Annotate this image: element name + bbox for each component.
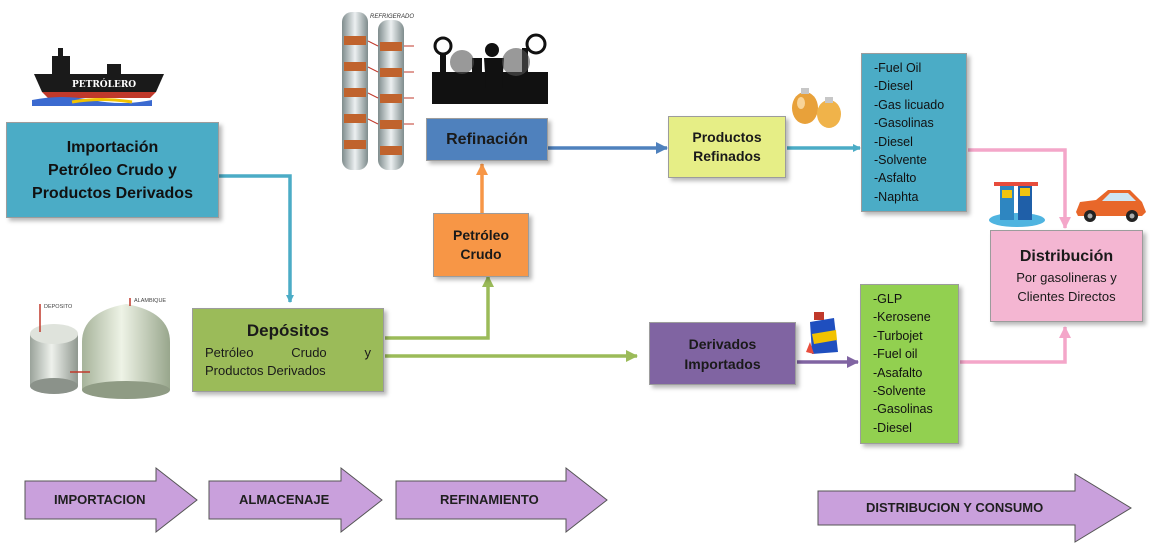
list-item: -Gasolinas [874, 116, 934, 131]
box-distribucion-line1: Por gasolineras y [1016, 269, 1117, 285]
box-crudo-line1: Petróleo [452, 227, 509, 243]
list-item: -Asfalto [874, 171, 917, 186]
stage-arrow-distribucion [817, 473, 1132, 543]
storage-tanks-icon: DEPOSITO ALAMBIQUE [30, 298, 170, 399]
box-refinacion: Refinación [426, 118, 548, 161]
box-depositos: Depósitos Petróleo Crudo y Productos Der… [192, 308, 384, 392]
arrow-refinedlist-distribucion [968, 148, 1071, 229]
stage-arrow-almacenaje [208, 466, 383, 534]
list-item: -Fuel oil [873, 347, 918, 362]
stage-label-refinamiento: REFINAMIENTO [440, 492, 539, 507]
box-petroleo-crudo: Petróleo Crudo [433, 213, 529, 277]
gas-cylinders-icon [792, 88, 841, 128]
box-depositos-word2: Crudo [291, 344, 327, 360]
box-distribucion-title: Distribución [1019, 247, 1114, 265]
stage-label-distribucion: DISTRIBUCION Y CONSUMO [866, 500, 1044, 515]
deposito-label: DEPOSITO [44, 304, 73, 310]
box-refinacion-title: Refinación [446, 130, 528, 148]
box-distribucion-line2: Clientes Directos [1017, 288, 1116, 304]
stage-label-almacenaje: ALMACENAJE [239, 492, 330, 507]
oil-tanker-icon: PETRÓLERO [32, 48, 164, 106]
refinery-worker-icon [432, 33, 548, 104]
box-importacion-line3: Productos Derivados [32, 184, 193, 202]
imported-products-list: -GLP -Kerosene -Turbojet -Fuel oil -Asaf… [860, 284, 959, 444]
box-derivados-importados: Derivados Importados [649, 322, 796, 385]
box-importacion-line1: Importación [66, 138, 159, 156]
box-crudo-line2: Crudo [460, 246, 502, 262]
alambique-label: ALAMBIQUE [134, 298, 166, 304]
stage-label-importacion: IMPORTACION [54, 492, 146, 507]
box-derivados-line2: Importados [684, 355, 761, 372]
refrigerador-label: REFRIGERADO [370, 14, 414, 20]
box-depositos-title: Depósitos [246, 320, 330, 340]
stage-arrow-refinamiento [395, 466, 608, 534]
list-item: -Gas licuado [874, 97, 945, 112]
box-importacion-line2: Petróleo Crudo y [48, 161, 177, 179]
list-item: -Kerosene [873, 310, 931, 325]
list-item: -Solvente [874, 153, 927, 168]
box-derivados-line1: Derivados [688, 335, 757, 352]
list-item: -Fuel Oil [874, 61, 922, 75]
list-item: -Diesel [874, 134, 913, 149]
box-depositos-line2: Productos Derivados [205, 362, 326, 378]
box-depositos-word3: y [364, 344, 372, 360]
refined-products-list: -Fuel Oil -Diesel -Gas licuado -Gasolina… [861, 53, 967, 212]
list-item: -Diesel [873, 420, 912, 435]
box-depositos-word1: Petróleo [205, 344, 254, 360]
box-distribucion: Distribución Por gasolineras y Clientes … [990, 230, 1143, 322]
gas-pump-icon [989, 182, 1045, 227]
arrow-depositos-crudo [385, 275, 494, 340]
list-item: -GLP [873, 292, 903, 306]
list-item: -Turbojet [873, 328, 923, 343]
list-item: -Diesel [874, 79, 913, 94]
car-icon [1076, 190, 1146, 222]
box-importacion: Importación Petróleo Crudo y Productos D… [6, 122, 219, 218]
arrow-importacion-depositos [218, 174, 294, 303]
arrow-importedlist-distribucion [960, 326, 1071, 364]
box-productos-line2: Refinados [693, 148, 761, 164]
distillation-columns-icon: REFRIGERADO [342, 12, 414, 170]
list-item: -Naphta [874, 189, 919, 204]
box-productos-line1: Productos [692, 129, 762, 145]
stage-arrow-importacion [24, 466, 198, 534]
list-item: -Solvente [873, 384, 926, 399]
tanker-label: PETRÓLERO [72, 78, 136, 90]
oil-can-icon [806, 312, 838, 354]
box-depositos-line1: Petróleo Crudo y [205, 344, 371, 362]
list-item: -Asafalto [873, 365, 923, 380]
list-item: -Gasolinas [873, 402, 933, 417]
box-productos-refinados: Productos Refinados [668, 116, 786, 178]
